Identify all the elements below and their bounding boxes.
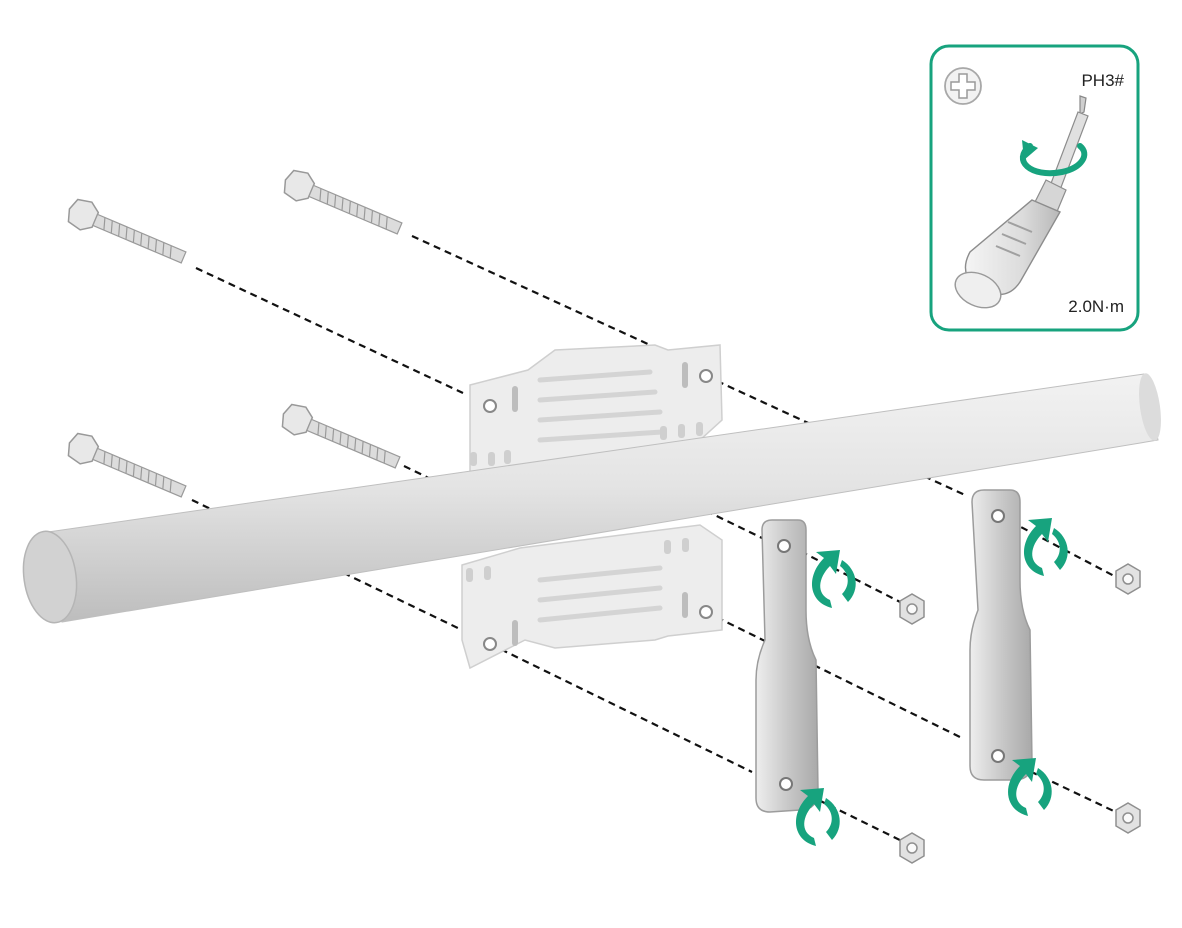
bracket-slot-upper-right	[682, 362, 688, 388]
bracket-hole-upper-right	[699, 369, 713, 383]
pole-end-right	[1139, 373, 1161, 441]
torque-label: 2.0N·m	[1068, 297, 1124, 316]
bracket-slot-lower-left	[512, 620, 518, 646]
bracket-hole-lower-left	[483, 637, 497, 651]
guide-line-top-front	[195, 267, 464, 394]
strap-right-hole-top	[991, 509, 1005, 523]
rotate-arrow-icon	[812, 550, 856, 608]
pole-end-left	[22, 530, 78, 624]
bracket-hole-lower-right	[699, 605, 713, 619]
bracket-upper-ribs	[537, 369, 665, 443]
torque-screwdriver-icon	[954, 95, 1089, 309]
mounting-pole	[22, 373, 1161, 624]
bracket-slot-upper-left	[512, 386, 518, 412]
bracket-hole-upper-left	[483, 399, 497, 413]
screw-top-front	[67, 198, 187, 264]
screw-bottom-front	[67, 432, 187, 498]
rotate-arrow-icon	[1008, 758, 1052, 816]
screws	[67, 169, 403, 498]
screw-bottom-back	[281, 403, 401, 469]
guide-line-bottom-back-2	[705, 611, 963, 739]
rotate-arrow-icon	[796, 788, 840, 846]
nut-icon	[899, 832, 925, 864]
clamp-strap-left	[755, 519, 819, 813]
bracket-slot-lower-right	[682, 592, 688, 618]
guide-line-top-back	[411, 234, 651, 347]
strap-right-hole-bottom	[991, 749, 1005, 763]
nut-icon	[1115, 563, 1141, 595]
screw-top-back	[283, 169, 403, 235]
bracket-lower-ribs	[537, 565, 663, 623]
nut-icon	[899, 593, 925, 625]
guide-line-top-back-3	[999, 515, 1119, 579]
mounting-bracket-lower	[461, 524, 723, 670]
nuts	[899, 563, 1141, 864]
nut-icon	[1115, 802, 1141, 834]
clamp-strap-right	[969, 489, 1033, 781]
phillips-cross-icon	[944, 67, 982, 105]
bit-size-label: PH3#	[1081, 71, 1124, 90]
tool-panel: PH3# 2.0N·m	[929, 44, 1140, 332]
guide-line-bottom-back-3	[997, 755, 1123, 816]
rotate-arrow-icon	[1024, 518, 1068, 576]
strap-left-hole-top	[777, 539, 791, 553]
strap-left-hole-bottom	[779, 777, 793, 791]
guide-line-bottom-front-2	[489, 643, 753, 773]
guide-line-top-front-3	[789, 545, 913, 609]
rotation-arrows	[796, 518, 1068, 846]
